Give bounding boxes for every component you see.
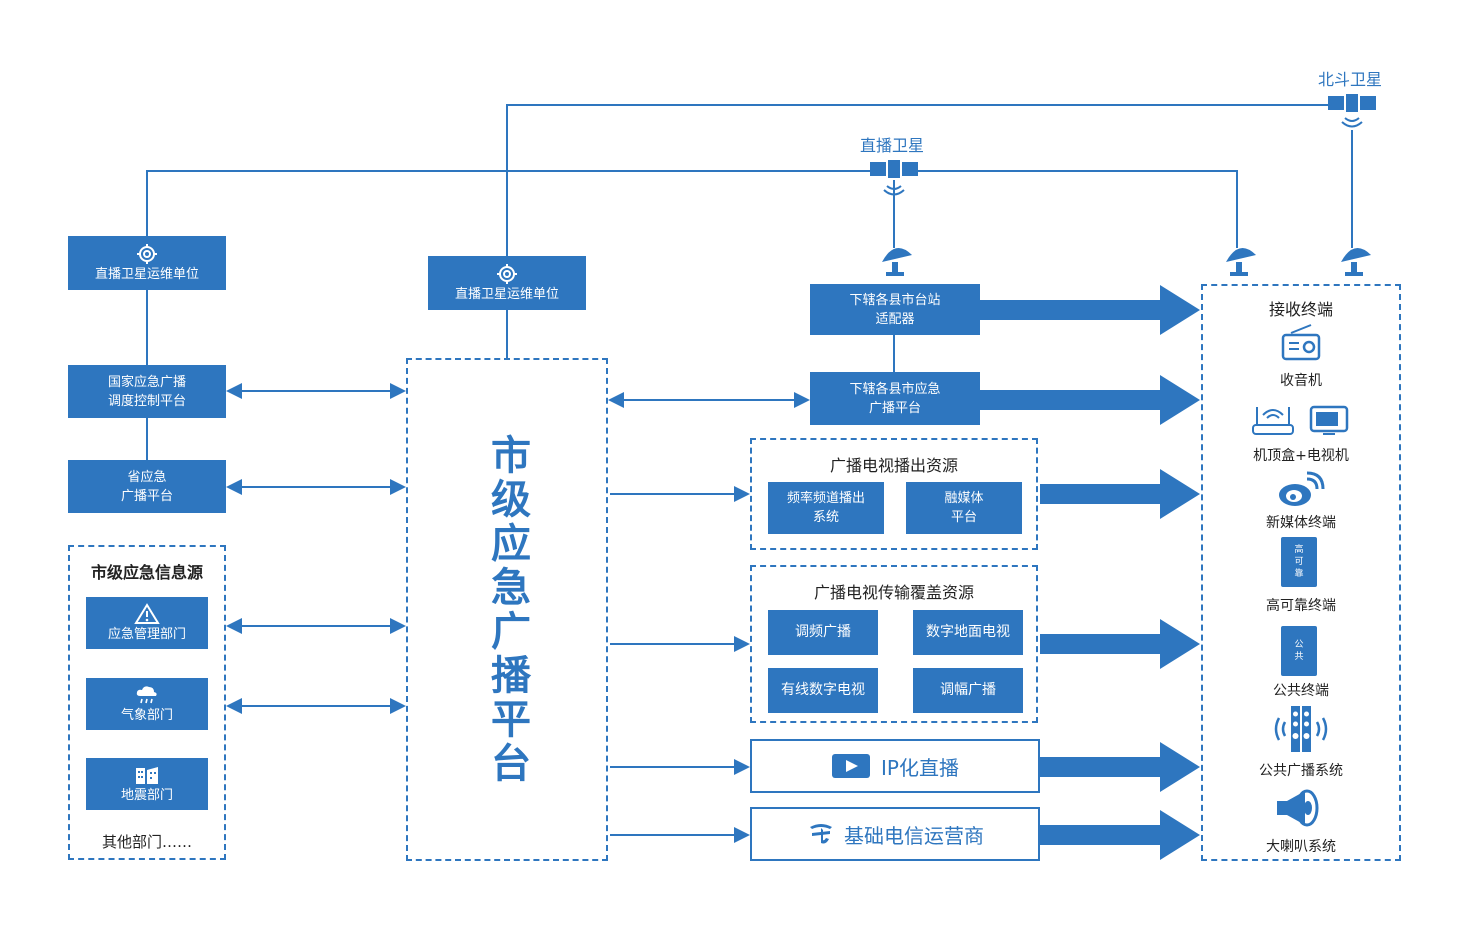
fm-broadcast-label: 调频广播 — [795, 624, 851, 640]
cable-digital-tv[interactable]: 有线数字电视 — [768, 668, 878, 713]
media-fusion-line1: 融媒体 — [944, 491, 984, 506]
national-platform[interactable]: 国家应急广播 调度控制平台 — [68, 365, 226, 418]
county-platform[interactable]: 下辖各县市应急 广播平台 — [810, 372, 980, 425]
live-satellite-label: 直播卫星 — [860, 136, 925, 155]
high-reliability-label: 高可靠终端 — [1266, 598, 1336, 614]
radio-label: 收音机 — [1280, 373, 1322, 389]
satellite-icon — [870, 160, 918, 196]
telecom-box[interactable]: 基础电信运营商 — [750, 807, 1040, 861]
dtt-label: 数字地面电视 — [926, 624, 1010, 640]
ip-live-box[interactable]: IP化直播 — [750, 739, 1040, 793]
other-dept-label: 其他部门…… — [101, 833, 192, 851]
dtt[interactable]: 数字地面电视 — [913, 610, 1023, 655]
info-source-title: 市级应急信息源 — [90, 563, 203, 582]
info-source-group: 市级应急信息源 — [68, 545, 226, 860]
fm-broadcast[interactable]: 调频广播 — [768, 610, 878, 655]
media-fusion-platform[interactable]: 融媒体 平台 — [906, 482, 1022, 534]
weather-dept[interactable]: 气象部门 — [86, 678, 208, 730]
broadcast-resources: 广播电视播出资源 — [750, 438, 1038, 550]
emergency-dept[interactable]: 应急管理部门 — [86, 597, 208, 649]
cloud-rain-icon — [136, 685, 157, 703]
china-telecom-logo-icon — [810, 824, 832, 844]
high-reliability-terminal-icon: 高 可 靠 — [1281, 537, 1317, 587]
speaker-column-icon — [1266, 704, 1336, 754]
public-char1: 公 — [1294, 640, 1304, 650]
megaphone-icon — [1271, 786, 1327, 830]
video-camera-icon — [832, 754, 871, 778]
new-media-label: 新媒体终端 — [1266, 515, 1336, 531]
cable-digital-tv-label: 有线数字电视 — [781, 682, 865, 698]
transmission-resources: 广播电视传输覆盖资源 — [750, 565, 1038, 723]
province-platform-line2: 广播平台 — [120, 488, 173, 504]
gear-icon — [137, 243, 157, 264]
collapsed-building-icon — [136, 766, 158, 784]
terminals-group: 接收终端 — [1201, 284, 1401, 861]
city-platform-title: 市级应急广播平台 — [484, 433, 530, 786]
ops-unit-left[interactable]: 直播卫星运维单位 — [68, 236, 226, 290]
channel-playout-system[interactable]: 频率频道播出 系统 — [768, 482, 884, 534]
public-terminal-icon: 公 共 — [1281, 626, 1317, 676]
emergency-dept-label: 应急管理部门 — [107, 626, 186, 642]
county-platform-line2: 广播平台 — [868, 400, 921, 416]
ops-unit-left-label: 直播卫星运维单位 — [94, 266, 199, 282]
tv-icon — [1309, 405, 1349, 435]
telecom-label: 基础电信运营商 — [844, 823, 984, 848]
national-platform-line2: 调度控制平台 — [107, 393, 186, 409]
earthquake-dept-label: 地震部门 — [120, 787, 173, 803]
public-broadcast-label: 公共广播系统 — [1259, 763, 1343, 779]
stb-tv-icons — [1250, 402, 1350, 438]
county-adapter-line1: 下辖各县市台站 — [849, 292, 941, 308]
media-fusion-line2: 平台 — [950, 510, 977, 525]
province-platform[interactable]: 省应急 广播平台 — [68, 460, 226, 513]
public-char2: 共 — [1294, 652, 1304, 662]
am-broadcast[interactable]: 调幅广播 — [913, 668, 1023, 713]
ops-unit-mid-label: 直播卫星运维单位 — [454, 286, 559, 302]
province-platform-line1: 省应急 — [127, 469, 167, 485]
am-broadcast-label: 调幅广播 — [940, 682, 996, 698]
channel-playout-line1: 频率频道播出 — [786, 491, 865, 506]
beidou-satellite-label: 北斗卫星 — [1318, 70, 1383, 89]
router-icon — [1252, 407, 1294, 435]
weather-dept-label: 气象部门 — [120, 707, 173, 723]
national-platform-line1: 国家应急广播 — [107, 374, 186, 390]
radio-icon — [1271, 322, 1331, 364]
weibo-icon — [1271, 470, 1331, 510]
county-adapter-line2: 适配器 — [875, 311, 915, 327]
terminals-title: 接收终端 — [1268, 300, 1333, 319]
high-rel-char1: 高 — [1294, 545, 1304, 555]
public-terminal-label: 公共终端 — [1273, 683, 1329, 699]
ip-live-label: IP化直播 — [881, 755, 959, 780]
warning-icon — [134, 602, 160, 624]
county-adapter[interactable]: 下辖各县市台站 适配器 — [810, 284, 980, 335]
ops-unit-mid[interactable]: 直播卫星运维单位 — [428, 256, 586, 310]
loudspeaker-label: 大喇叭系统 — [1266, 839, 1336, 855]
broadcast-resources-title: 广播电视播出资源 — [829, 456, 958, 475]
county-platform-line1: 下辖各县市应急 — [849, 381, 941, 397]
earthquake-dept[interactable]: 地震部门 — [86, 758, 208, 810]
high-rel-char3: 靠 — [1294, 569, 1304, 579]
stb-tv-label: 机顶盒+电视机 — [1253, 448, 1349, 464]
gear-icon — [497, 263, 517, 284]
transmission-resources-title: 广播电视传输覆盖资源 — [813, 583, 974, 602]
high-rel-char2: 可 — [1294, 557, 1304, 567]
channel-playout-line2: 系统 — [812, 510, 839, 525]
city-platform[interactable]: 市级应急广播平台 — [406, 358, 608, 861]
